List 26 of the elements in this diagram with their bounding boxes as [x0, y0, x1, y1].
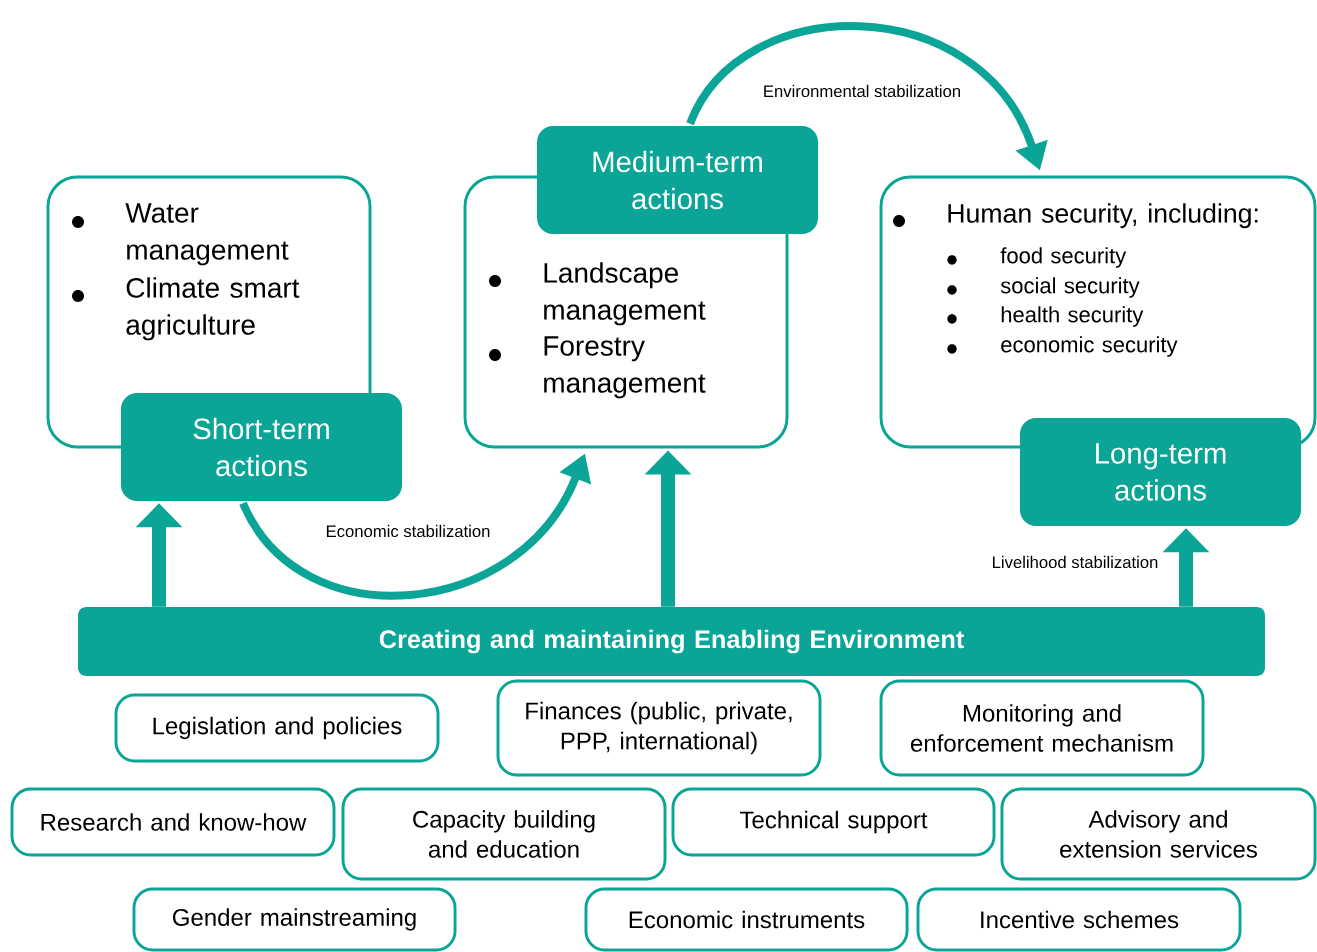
enabler-box: Legislation and policies	[114, 693, 440, 763]
enabler-box: Technical support	[671, 787, 996, 857]
list-item: social security	[1000, 277, 1140, 298]
enabler-box: Monitoring and enforcement mechanism	[879, 679, 1205, 777]
enabler-box: Gender mainstreaming	[132, 887, 457, 952]
enabler-box: Incentive schemes	[916, 887, 1242, 952]
heading-box: Long-term actions	[1019, 418, 1302, 526]
edge-label: Economic stabilization	[324, 523, 492, 539]
list-item: Water management	[125, 203, 289, 266]
list-item: Landscape management	[544, 262, 706, 326]
enabler-box: Advisory and extension services	[1000, 787, 1317, 881]
edge-label: Environmental stabilization	[761, 83, 963, 99]
list-item: food security	[1000, 247, 1127, 268]
enabler-box: Capacity building and education	[341, 787, 667, 881]
banner-bar: Creating and maintaining Enabling Environment	[78, 606, 1265, 677]
list-item: economic security	[1001, 336, 1178, 357]
enabler-box: Economic instruments	[584, 887, 909, 952]
list-item: Forestry management	[544, 336, 706, 399]
list-item: Climate smart agriculture	[126, 277, 300, 341]
list-item: Human security, including:	[948, 203, 1258, 229]
heading-box: Short-term actions	[120, 393, 403, 501]
edge-label: Livelihood stabilization	[990, 554, 1160, 570]
enabler-box: Finances (public, private, PPP, international)	[496, 679, 822, 777]
list-item: health security	[1001, 306, 1144, 327]
enabler-box: Research and know-how	[10, 787, 336, 857]
heading-box: Medium-term actions	[537, 126, 819, 234]
